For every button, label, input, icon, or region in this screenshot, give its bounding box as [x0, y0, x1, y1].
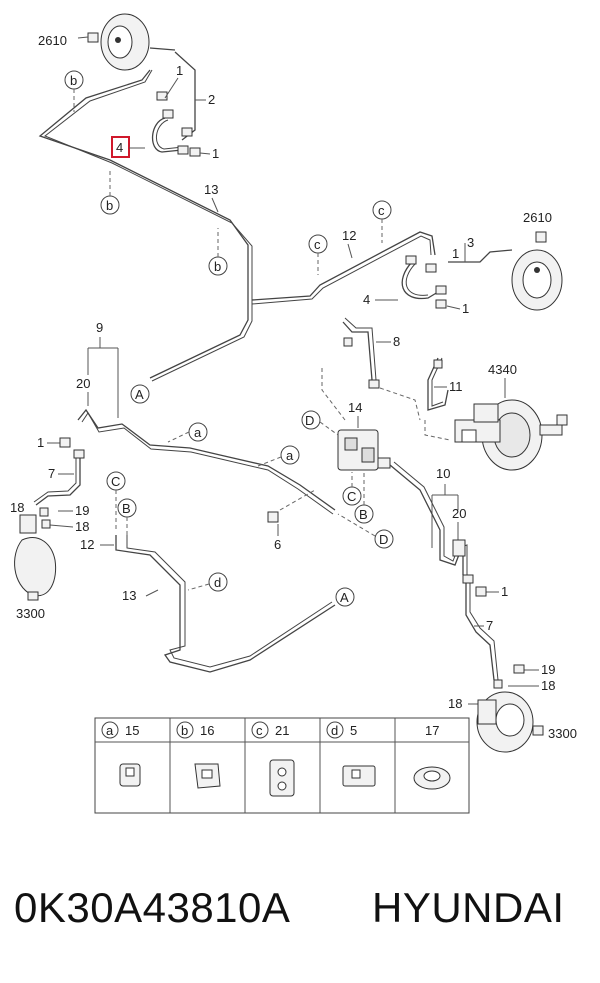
callout-11: 11: [449, 379, 463, 394]
callout-1-right-b: 1: [462, 301, 469, 316]
ref-D-upper: D: [305, 413, 314, 428]
callout-3300-left: 3300: [16, 606, 45, 621]
ref-d-lower: d: [214, 575, 221, 590]
legend-ref-d: d: [331, 723, 338, 738]
callout-12-lower: 12: [80, 537, 94, 552]
legend-num-15: 15: [125, 723, 139, 738]
legend-ref-b: b: [181, 723, 188, 738]
callout-3300-left-marker: [27, 591, 39, 601]
callout-20-left: 20: [76, 376, 90, 391]
ref-a-1: a: [194, 425, 202, 440]
callout-6: 6: [274, 537, 281, 552]
callout-3-right: 3: [467, 235, 474, 250]
ref-c-left: c: [314, 237, 321, 252]
disc-rotor-front-right: [476, 679, 544, 753]
brake-hose-front-left: [33, 449, 85, 506]
backing-plate-top-left: [77, 13, 150, 71]
ref-b-mid: b: [106, 198, 113, 213]
clip-15-icon: [119, 763, 141, 787]
callout-19-right: 19: [541, 662, 555, 677]
callout-1-right-a: 1: [452, 246, 459, 261]
callout-18-right-a: 18: [541, 678, 555, 693]
brake-hose-top-left: [151, 91, 201, 157]
callout-2610-top: 2610: [38, 33, 67, 48]
ref-D-lower: D: [379, 532, 388, 547]
callout-4-highlighted: 4: [116, 140, 123, 155]
ref-a-2: a: [286, 448, 294, 463]
callout-1-front-right: 1: [501, 584, 508, 599]
callout-10: 10: [436, 466, 450, 481]
callout-4-right: 4: [363, 292, 370, 307]
legend-ref-c: c: [256, 723, 263, 738]
proportioning-valve: [337, 429, 391, 471]
highlighted-callout-4-box: [111, 136, 130, 158]
brake-line-diagram: 2610 4 1 2 1 b b 13 b 12 c c: [10, 13, 577, 814]
callout-19-left: 19: [75, 503, 89, 518]
legend-num-17: 17: [425, 723, 439, 738]
legend-num-21: 21: [275, 723, 289, 738]
callout-4340: 4340: [488, 362, 517, 377]
callout-1-top-b: 1: [212, 146, 219, 161]
callout-18-left-b: 18: [75, 519, 89, 534]
ref-A-upper: A: [135, 387, 144, 402]
brake-hose-front-right: [462, 574, 499, 681]
ref-c-right: c: [378, 203, 385, 218]
clip-21-icon: [269, 759, 295, 797]
callout-2-top: 2: [208, 92, 215, 107]
legend-num-16: 16: [200, 723, 214, 738]
brake-booster-master-cylinder: [454, 399, 568, 471]
callout-13-top: 13: [204, 182, 218, 197]
part-number: 0K30A43810A: [14, 884, 291, 931]
ref-C-lower: C: [111, 474, 120, 489]
brand-name: HYUNDAI: [372, 884, 565, 931]
legend-num-5: 5: [350, 723, 357, 738]
ref-b-13: b: [214, 259, 221, 274]
parts-legend-table: a 15 b 16 c 21 d 5 17: [94, 717, 470, 814]
brake-pipe-8: [342, 321, 373, 381]
callout-8: 8: [393, 334, 400, 349]
callout-12-top: 12: [342, 228, 356, 243]
callout-2610-right: 2610: [523, 210, 552, 225]
ref-B-lower: B: [122, 501, 131, 516]
grommet-17-icon: [413, 766, 451, 790]
brake-hose-right: [401, 249, 513, 309]
callout-9: 9: [96, 320, 103, 335]
clip-5-icon: [342, 765, 376, 787]
brake-pipe-12-lower: [115, 535, 336, 673]
callout-3300-right: 3300: [548, 726, 577, 741]
brake-pipe-12-center: [251, 231, 436, 301]
legend-ref-a: a: [106, 723, 114, 738]
ref-A-lower: A: [340, 590, 349, 605]
brake-pipe-13-top: [38, 69, 249, 379]
callout-20-right: 20: [452, 506, 466, 521]
clip-16-icon: [194, 763, 221, 789]
callout-14: 14: [348, 400, 362, 415]
callout-7-left: 7: [48, 466, 55, 481]
callout-1-top: 1: [176, 63, 183, 78]
backing-plate-right: [511, 231, 563, 311]
ref-C-valve: C: [347, 489, 356, 504]
brake-pipe-11: [427, 357, 449, 411]
callout-18-left-a: 18: [10, 500, 24, 515]
callout-18-right-b: 18: [448, 696, 462, 711]
disc-rotor-front-left: [14, 507, 57, 597]
ref-b-top: b: [70, 73, 77, 88]
callout-1-front-left: 1: [37, 435, 44, 450]
callout-7-right: 7: [486, 618, 493, 633]
ref-B-valve: B: [359, 507, 368, 522]
callout-13-lower: 13: [122, 588, 136, 603]
